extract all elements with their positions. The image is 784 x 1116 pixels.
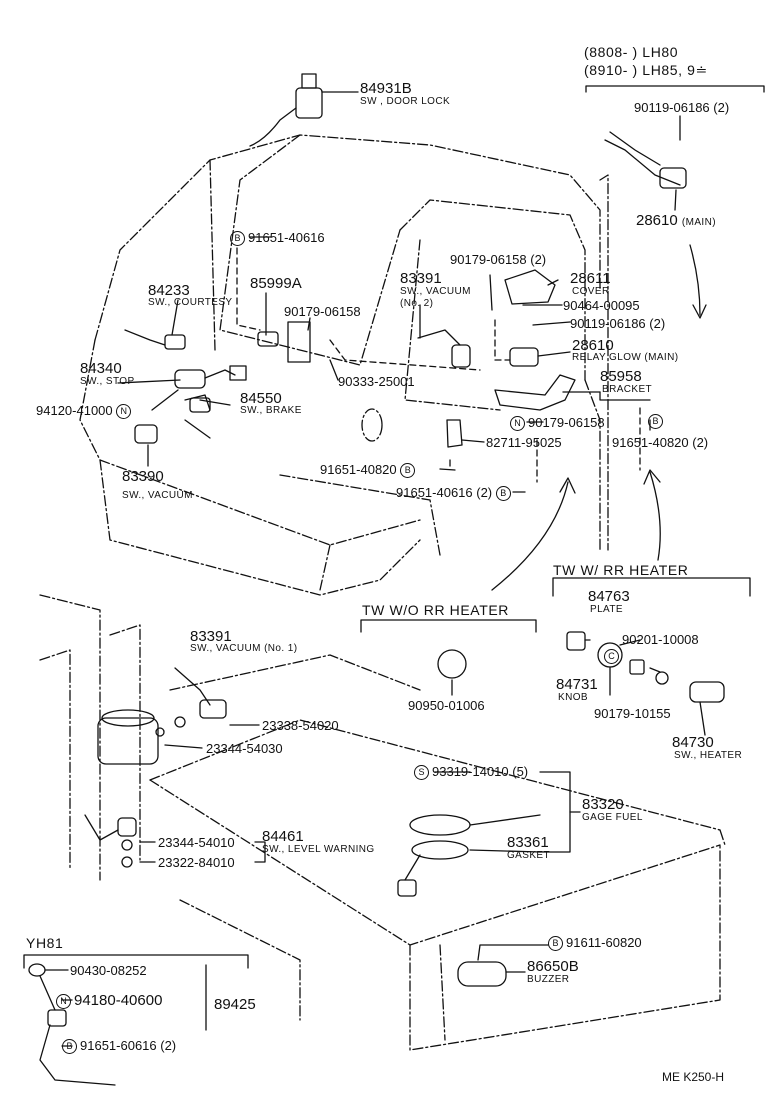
bolt-mark-b-6: B xyxy=(62,1039,77,1055)
cab-outline xyxy=(79,134,609,596)
bracket-lines xyxy=(23,85,765,1031)
desc-83391-no2-a: SW., VACUUM xyxy=(400,286,471,297)
part-91651-40820: 91651-40820 B xyxy=(320,462,418,479)
component-sketches xyxy=(28,73,725,1086)
desc-83390: SW., VACUUM xyxy=(122,490,193,501)
desc-28610-relay: RELAY GLOW (MAIN) xyxy=(572,352,679,363)
part-23344-54010: 23344-54010 xyxy=(158,835,235,850)
screw-mark-s: S xyxy=(414,765,429,781)
part-23338-54020: 23338-54020 xyxy=(262,718,339,733)
bolt-mark-b: B xyxy=(230,231,245,247)
part-90333-25001: 90333-25001 xyxy=(338,374,415,389)
bolt-mark-b-3: B xyxy=(648,413,666,431)
arrows xyxy=(491,244,707,591)
desc-83391-no2-b: (No. 2) xyxy=(400,298,434,309)
part-90430-08252: 90430-08252 xyxy=(70,963,147,978)
figure-reference: ME K250-H xyxy=(662,1070,725,1084)
part-83391-no2: 83391 xyxy=(400,270,442,287)
part-84763: 84763 xyxy=(588,588,630,605)
part-90179-06158-a: 90179-06158 xyxy=(284,304,361,319)
nut-mark-n-2: N xyxy=(510,416,525,432)
part-84461: 84461 xyxy=(262,828,304,845)
model-range-line-2: (8910- ) LH85, 9≐ xyxy=(584,62,708,78)
part-28611: 28611 xyxy=(570,270,611,287)
section-yh81: YH81 xyxy=(26,935,64,951)
part-84340: 84340 xyxy=(80,360,122,377)
part-90179-06158-x2: 90179-06158 (2) xyxy=(450,252,547,267)
desc-85958: BRACKET xyxy=(602,384,653,395)
part-23322-84010: 23322-84010 xyxy=(158,855,235,870)
clip-mark-c: C xyxy=(604,648,622,666)
part-86650b: 86650B xyxy=(527,958,579,975)
part-91651-40820-x2: 91651-40820 (2) xyxy=(612,435,709,450)
part-94120-41000: 94120-41000 N xyxy=(36,403,134,420)
part-84730: 84730 xyxy=(672,734,714,751)
part-90179-10155: 90179-10155 xyxy=(594,706,671,721)
bolt-mark-b-4: B xyxy=(495,486,511,502)
part-85999a: 85999A xyxy=(250,275,302,292)
desc-84731: KNOB xyxy=(558,692,588,703)
bolt-mark-b-5: B xyxy=(548,936,563,952)
nut-mark-n: N xyxy=(116,404,132,420)
part-84233: 84233 xyxy=(148,282,190,299)
part-84550: 84550 xyxy=(240,390,282,407)
part-90119-06186-top: 90119-06186 (2) xyxy=(634,100,730,115)
dashed-connectors xyxy=(236,247,641,483)
nut-mark-n-3: N xyxy=(56,993,71,1009)
desc-84763: PLATE xyxy=(590,604,623,615)
part-23344-54030: 23344-54030 xyxy=(206,741,283,756)
part-90119-06186-x2: 90119-06186 (2) xyxy=(570,316,666,331)
desc-83391-no1: SW., VACUUM (No. 1) xyxy=(190,643,298,654)
part-28610-relay: 28610 xyxy=(572,337,614,354)
part-82711-95025: 82711-95025 xyxy=(486,435,562,450)
part-83390: 83390 xyxy=(122,468,164,485)
part-91651-40616-x2: 91651-40616 (2) B xyxy=(396,485,514,502)
desc-84340: SW., STOP xyxy=(80,376,135,387)
part-83320: 83320 xyxy=(582,796,624,813)
part-89425: 89425 xyxy=(214,996,256,1013)
part-28610-main: 28610 (MAIN) xyxy=(636,212,716,229)
desc-84233: SW., COURTESY xyxy=(148,297,233,308)
desc-84730: SW., HEATER xyxy=(674,750,743,761)
desc-84461: SW., LEVEL WARNING xyxy=(262,844,375,855)
part-84931b: 84931B xyxy=(360,80,412,97)
deck-outline xyxy=(39,594,726,1051)
desc-84550: SW., BRAKE xyxy=(240,405,302,416)
part-90201-10008: 90201-10008 xyxy=(622,632,699,647)
section-tw-with-rr-heater: TW W/ RR HEATER xyxy=(553,562,689,578)
part-84731: 84731 xyxy=(556,676,598,693)
part-85958: 85958 xyxy=(600,368,642,385)
desc-86650b: BUZZER xyxy=(527,974,570,985)
desc-28610-main: (MAIN) xyxy=(681,217,716,228)
part-83361: 83361 xyxy=(507,834,549,851)
part-90950-01006: 90950-01006 xyxy=(408,698,485,713)
desc-83361: GASKET xyxy=(507,850,550,861)
section-tw-without-rr-heater: TW W/O RR HEATER xyxy=(362,602,509,618)
bolt-mark-b-2: B xyxy=(400,463,416,479)
desc-83320: GAGE FUEL xyxy=(582,812,643,823)
desc-28611: COVER xyxy=(572,286,610,297)
part-83391-no1: 83391 xyxy=(190,628,232,645)
part-90464-00095: 90464-00095 xyxy=(563,298,640,313)
desc-84931b: SW , DOOR LOCK xyxy=(360,96,451,107)
model-range-line-1: (8808- ) LH80 xyxy=(584,44,679,60)
